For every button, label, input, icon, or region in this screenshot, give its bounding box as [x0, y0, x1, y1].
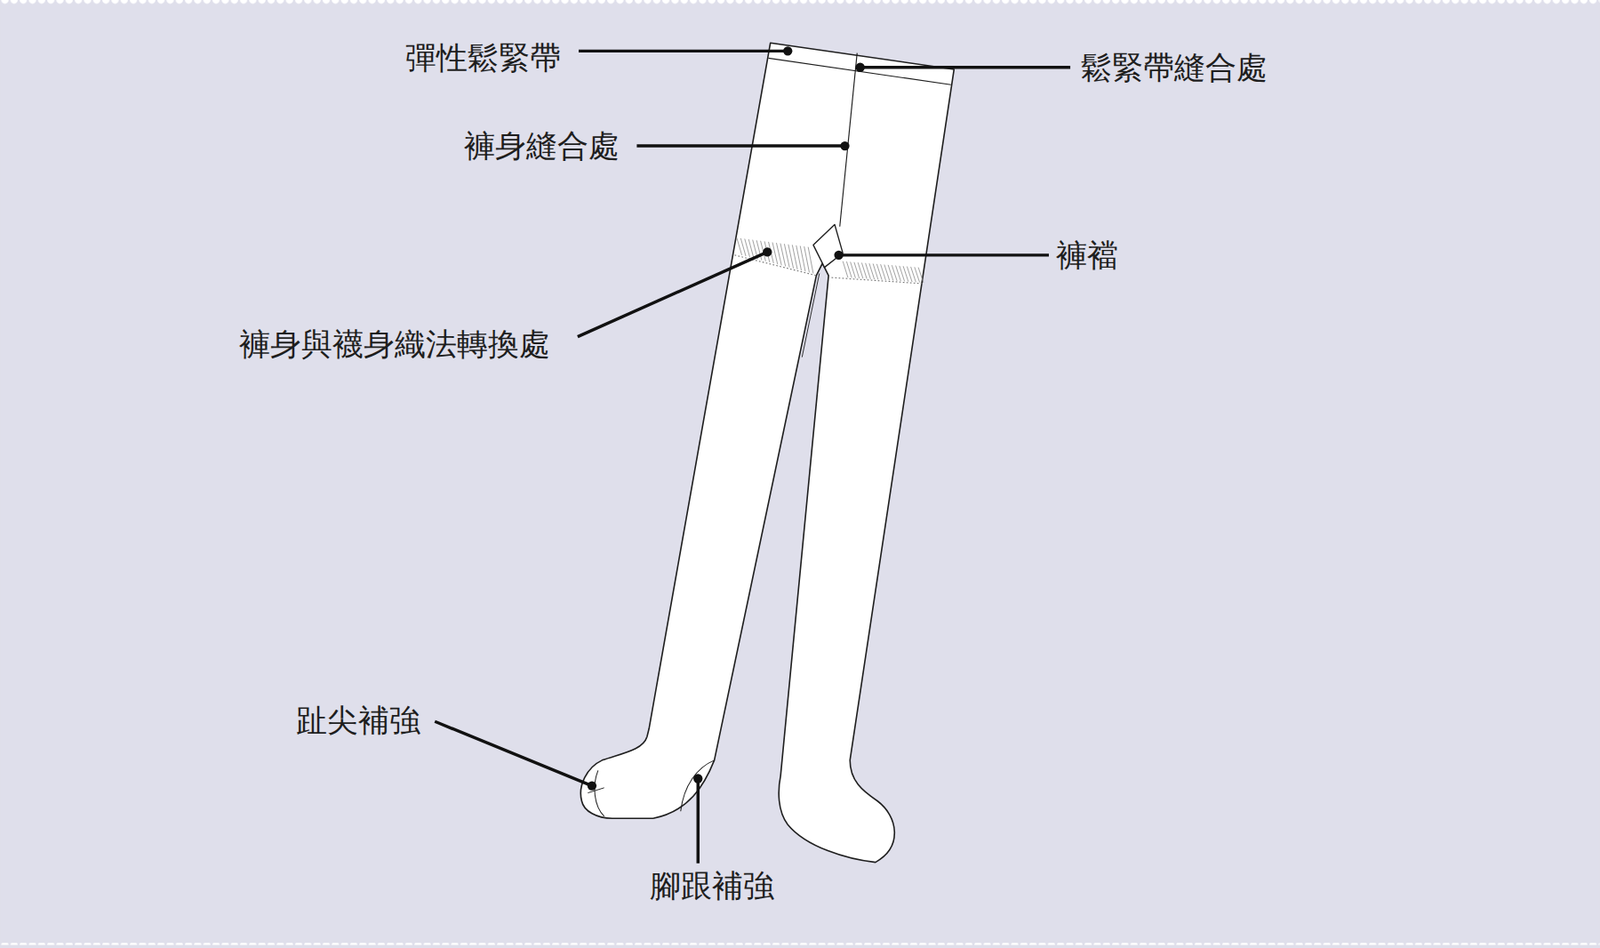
scalloped-edge [0, 942, 1600, 948]
part-label: 褲身與襪身織法轉換處 [239, 326, 551, 362]
part-label: 褲身縫合處 [464, 128, 620, 164]
leader-line [636, 144, 845, 147]
leader-line [578, 49, 788, 53]
leader-line [577, 251, 768, 336]
leader-dot [587, 780, 597, 790]
waistband-line [768, 57, 951, 85]
leader-lines [434, 46, 1071, 864]
body-seam [840, 53, 858, 227]
part-label: 趾尖補強 [296, 702, 421, 738]
hatch-stroke [918, 267, 924, 283]
transition-line [735, 255, 817, 276]
part-label: 褲襠 [1056, 237, 1119, 273]
leader-dot [762, 247, 772, 256]
inner-leg-line [801, 273, 820, 358]
part-label: 鬆緊帶縫合處 [1080, 49, 1268, 86]
toe-reinforcement [594, 769, 605, 816]
leader-dot [856, 63, 865, 72]
leader-line [839, 253, 1049, 256]
transition-line [832, 277, 924, 284]
hatch-stroke [808, 247, 814, 274]
gusset [813, 224, 843, 267]
leader-dot [840, 141, 849, 151]
leader-line [696, 778, 700, 864]
leader-line [860, 65, 1071, 69]
part-label: 腳跟補強 [649, 867, 775, 904]
part-label: 彈性鬆緊帶 [405, 40, 561, 76]
leader-dot [833, 250, 843, 260]
leader-line [434, 720, 592, 785]
leader-dot [783, 46, 792, 56]
leader-dot [693, 773, 703, 783]
transition-hatching [736, 237, 924, 282]
tights-outline [580, 42, 954, 862]
scalloped-edge [0, 0, 1600, 6]
